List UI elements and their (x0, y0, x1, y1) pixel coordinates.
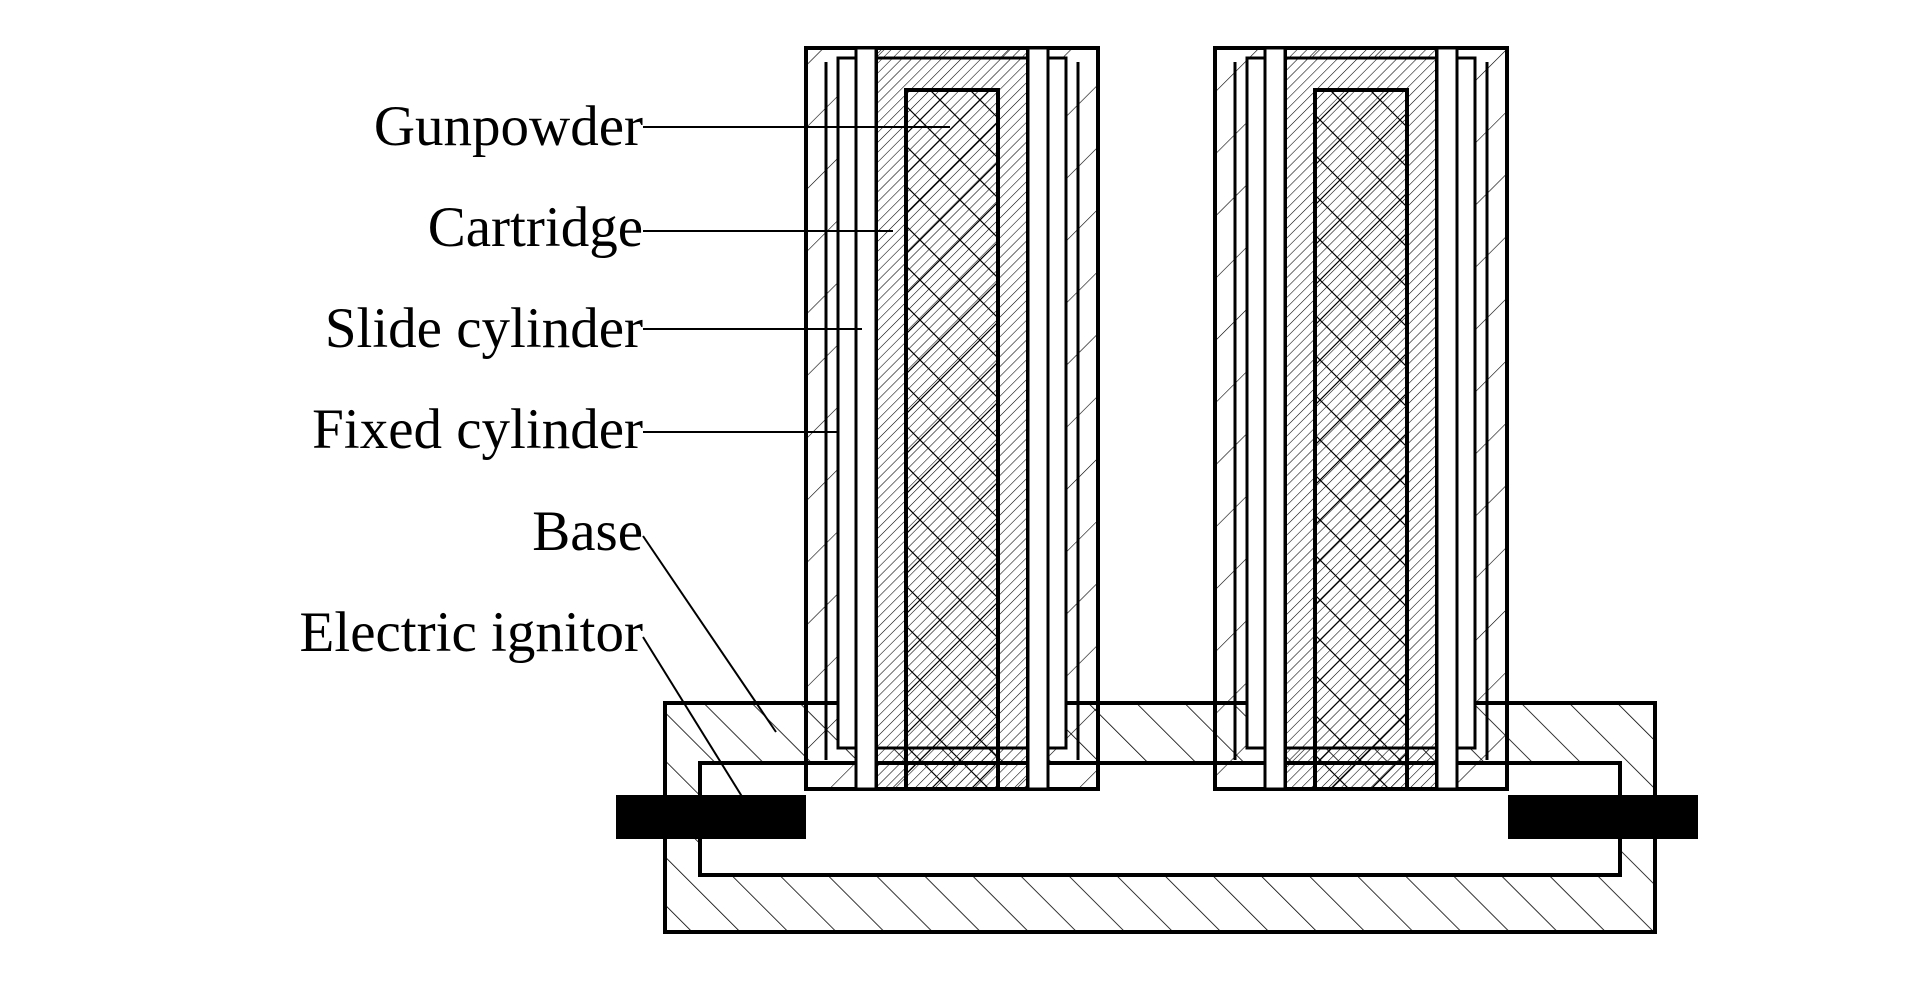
label-gunpowder: Gunpowder (374, 95, 643, 158)
gunpowder-right (1313, 88, 1409, 789)
label-fixed-cylinder: Fixed cylinder (312, 398, 643, 461)
gunpowder-left (904, 88, 1000, 789)
cylinder-assembly-left (804, 46, 1100, 791)
electric-ignitor-right (1508, 795, 1698, 839)
leader-lines (642, 126, 950, 804)
label-slide-cylinder: Slide cylinder (325, 297, 643, 360)
labels: Gunpowder Cartridge Slide cylinder Fixed… (300, 95, 643, 664)
label-cartridge: Cartridge (428, 196, 643, 259)
electric-ignitor-left (616, 795, 806, 839)
label-base: Base (532, 500, 643, 563)
label-electric-ignitor: Electric ignitor (300, 601, 643, 664)
cylinder-assembly-right (1213, 46, 1509, 791)
